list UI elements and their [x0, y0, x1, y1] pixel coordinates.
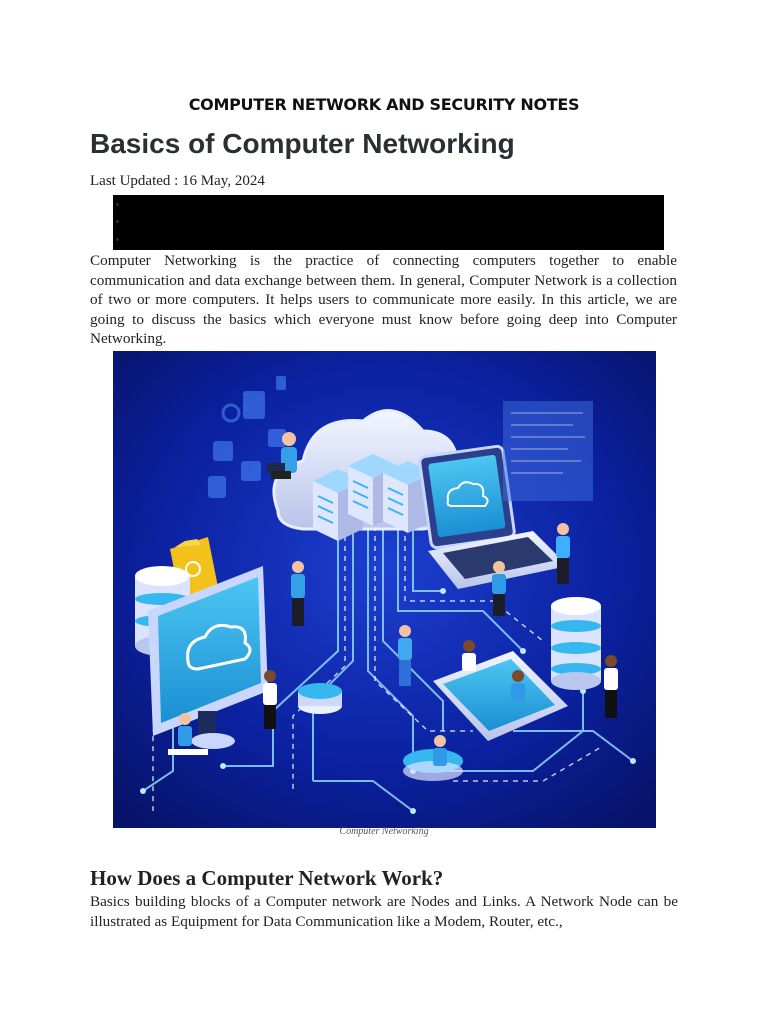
database-icon-right	[551, 597, 601, 690]
section-heading: How Does a Computer Network Work?	[90, 866, 444, 890]
intro-paragraph: Computer Networking is the practice of c…	[90, 252, 677, 347]
bullet-dot	[116, 220, 119, 223]
monitor-icon	[148, 566, 268, 749]
last-updated-text: Last Updated : 16 May, 2024	[90, 173, 265, 189]
bullet-dot	[116, 238, 119, 241]
document-header: COMPUTER NETWORK AND SECURITY NOTES	[188, 95, 580, 114]
cloud-server-icon	[272, 409, 473, 541]
floating-app-icons	[208, 376, 286, 498]
people-figures	[168, 523, 618, 766]
redacted-bar	[113, 195, 664, 250]
data-panel	[503, 401, 593, 501]
article-title: Basics of Computer Networking	[90, 128, 515, 159]
bullet-dot	[116, 203, 119, 206]
person-on-cloud	[267, 432, 297, 479]
laptop-icon	[418, 444, 568, 589]
figure-caption: Computer Networking	[339, 826, 429, 837]
section-paragraph: Basics building blocks of a Computer net…	[90, 893, 678, 930]
computer-networking-illustration	[113, 351, 656, 828]
phone-platform-icon	[433, 651, 568, 741]
